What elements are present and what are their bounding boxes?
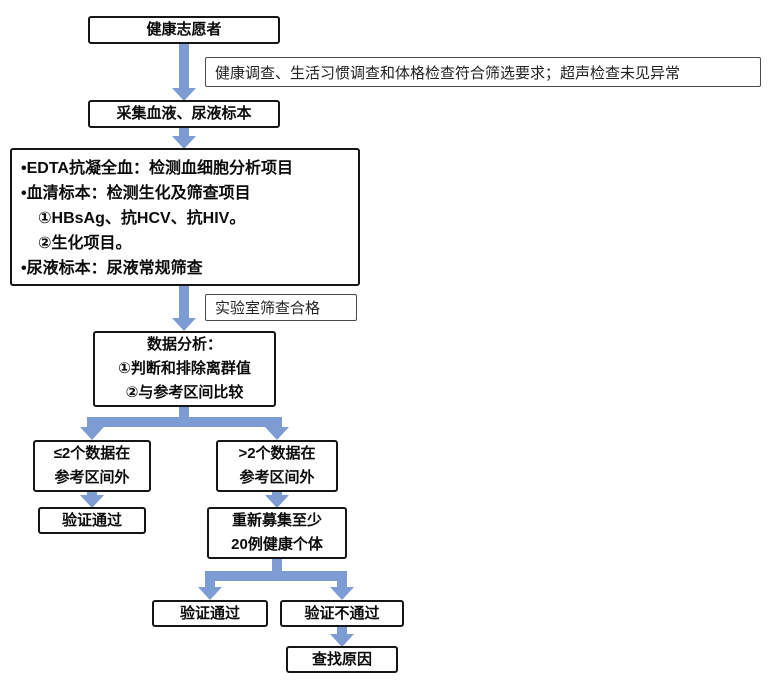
node-recruit-line1: 重新募集至少: [231, 512, 322, 529]
node-recruit-line2: 20例健康个体: [231, 536, 323, 553]
split2-right-drop: [337, 581, 347, 587]
node-sample-tests-line-urine: •尿液标本：尿液常规筛查: [21, 260, 203, 277]
arrow-le2-pass-shaft: [87, 492, 97, 495]
node-find-cause: 查找原因: [286, 646, 398, 673]
arrow-tests-analysis-shaft: [179, 286, 189, 318]
node-pass-left: 验证通过: [38, 507, 146, 534]
arrow-collect-tests-shaft: [179, 128, 189, 136]
node-pass-left-label: 验证通过: [61, 511, 122, 529]
node-find-cause-label: 查找原因: [311, 650, 372, 668]
node-healthy-volunteers-label: 健康志愿者: [146, 21, 222, 38]
arrow-volunteer-collect-shaft: [179, 44, 189, 88]
node-fail: 验证不通过: [280, 600, 404, 627]
note-lab-qualified: 实验室筛查合格: [205, 294, 357, 321]
arrow-gt2-recruit-head: [265, 495, 289, 508]
arrow-volunteer-collect-head: [172, 88, 196, 101]
node-pass-right-label: 验证通过: [179, 604, 240, 622]
node-recruit: 重新募集至少 20例健康个体: [207, 507, 347, 559]
arrow-tests-analysis-head: [172, 318, 196, 331]
node-pass-right: 验证通过: [152, 600, 268, 627]
split2-left-head: [198, 587, 222, 600]
split1-stem: [179, 407, 189, 417]
node-sample-tests-line-hbsag: ①HBsAg、抗HCV、抗HIV。: [38, 210, 246, 227]
node-sample-tests: •EDTA抗凝全血：检测血细胞分析项目 •血清标本：检测生化及筛查项目 ①HBs…: [10, 148, 360, 286]
split1-left-head: [80, 427, 104, 440]
arrow-fail-cause-head: [330, 634, 354, 647]
node-le2-outside-line1: ≤2个数据在: [53, 445, 131, 462]
split2-right-head: [330, 587, 354, 600]
node-data-analysis-step2: ②与参考区间比较: [125, 384, 244, 401]
node-collect-samples: 采集血液、尿液标本: [88, 100, 280, 128]
node-le2-outside: ≤2个数据在 参考区间外: [33, 440, 151, 492]
node-fail-label: 验证不通过: [304, 604, 380, 622]
node-le2-outside-line2: 参考区间外: [54, 469, 130, 486]
node-sample-tests-line-edta: •EDTA抗凝全血：检测血细胞分析项目: [21, 160, 293, 177]
note-lab-qualified-label: 实验室筛查合格: [215, 300, 321, 317]
node-sample-tests-line-biochem: ②生化项目。: [38, 235, 132, 252]
note-screening-criteria-label: 健康调查、生活习惯调查和体格检查符合筛选要求；超声检查未见异常: [215, 64, 681, 82]
note-screening-criteria: 健康调查、生活习惯调查和体格检查符合筛选要求；超声检查未见异常: [205, 57, 761, 87]
node-healthy-volunteers: 健康志愿者: [88, 16, 280, 44]
node-data-analysis-step1: ①判断和排除离群值: [118, 360, 251, 377]
arrow-fail-cause-shaft: [337, 627, 347, 634]
node-data-analysis: 数据分析： ①判断和排除离群值 ②与参考区间比较: [93, 331, 276, 407]
split2-stem: [272, 559, 282, 571]
split2-left-drop: [205, 581, 215, 587]
split2-crossbar: [205, 571, 347, 581]
node-gt2-outside-line2: 参考区间外: [239, 469, 315, 486]
arrow-collect-tests-head: [172, 136, 196, 149]
split1-right-head: [265, 427, 289, 440]
node-data-analysis-title: 数据分析：: [146, 336, 222, 353]
node-sample-tests-line-serum: •血清标本：检测生化及筛查项目: [21, 185, 251, 202]
node-gt2-outside: >2个数据在 参考区间外: [216, 440, 338, 492]
split1-crossbar: [87, 417, 282, 427]
node-collect-samples-label: 采集血液、尿液标本: [116, 105, 252, 122]
node-gt2-outside-line1: >2个数据在: [238, 445, 316, 462]
arrow-gt2-recruit-shaft: [272, 492, 282, 495]
arrow-le2-pass-head: [80, 495, 104, 508]
